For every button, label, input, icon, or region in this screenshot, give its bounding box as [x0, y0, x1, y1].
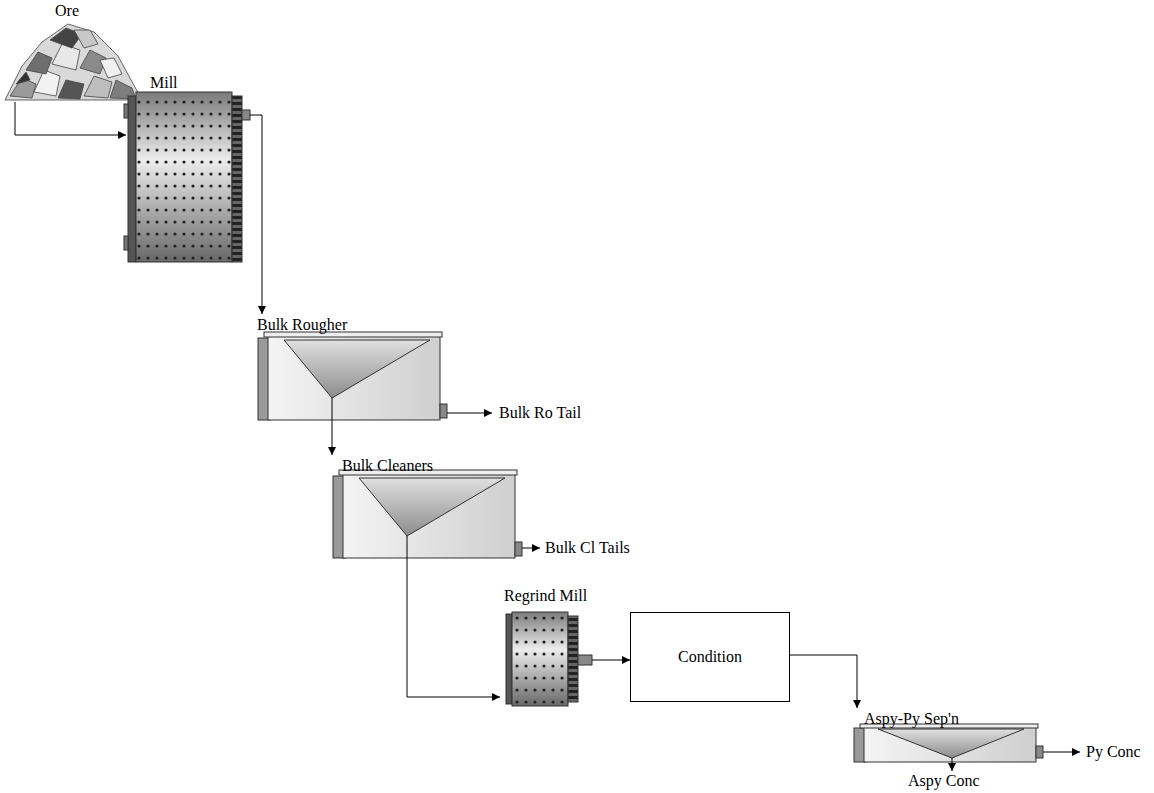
flow-arrow: [407, 560, 500, 697]
cell-tank: [864, 726, 1036, 762]
rougher-cell: Bulk Rougher: [255, 314, 447, 424]
tail-arrow: [522, 548, 540, 549]
rock: [52, 44, 80, 70]
mill-discharge: [578, 655, 592, 665]
rock: [26, 52, 52, 74]
concentrate-pipe: [332, 398, 333, 424]
concentrate-pipe: [407, 536, 408, 560]
equipment-label: Bulk Cleaners: [342, 457, 433, 475]
froth-launder: [878, 729, 1024, 758]
rock: [34, 70, 60, 96]
equipment-label: Regrind Mill: [504, 587, 587, 605]
regrind-mill: Regrind Mill: [500, 585, 592, 707]
cleaner-cell: Bulk Cleaners: [330, 455, 522, 560]
mill-discharge: [242, 110, 250, 120]
stream-label: Py Conc: [1085, 743, 1142, 761]
cell-tank: [268, 334, 440, 420]
tail-outlet: [440, 404, 447, 418]
froth-launder: [284, 340, 430, 398]
stream-label: Bulk Ro Tail: [498, 404, 582, 422]
mill-drum: [136, 92, 232, 262]
flow-arrow: [332, 424, 333, 455]
mill-gear: [232, 96, 242, 262]
mill-liner-bolts: [136, 92, 232, 262]
product-arrow: [1043, 752, 1080, 753]
equipment-label: Aspy-Py Sep'n: [864, 710, 959, 728]
flow-arrow: [592, 660, 630, 661]
mill-drum: [512, 612, 568, 706]
product-arrows: [447, 413, 1080, 771]
product-arrow: [952, 758, 953, 771]
stream-label: Aspy Conc: [907, 772, 981, 790]
flotation-cell: [333, 470, 522, 558]
mill-flange: [506, 614, 512, 704]
flow-arrow: [15, 102, 126, 135]
mill-ear: [124, 236, 128, 250]
mill-ear: [124, 104, 128, 118]
ore-stockpile: Ore: [5, 0, 145, 102]
mill-liner-bolts: [512, 612, 568, 706]
process-label: Condition: [678, 648, 742, 666]
flow-arrow: [790, 655, 857, 708]
rock: [100, 58, 122, 78]
stream-label: Bulk Cl Tails: [544, 539, 631, 557]
tail-outlet: [1036, 746, 1043, 758]
tail-arrow: [447, 413, 492, 414]
equipment-label: Mill: [150, 74, 178, 92]
rock: [74, 30, 98, 48]
ore-pile-base: [5, 24, 142, 100]
mill-flange: [128, 96, 136, 262]
flow-arrow: [250, 115, 262, 314]
process-box: Condition: [630, 612, 790, 702]
tail-outlet: [515, 542, 522, 556]
regrind-mill: [506, 612, 592, 706]
flotation-cell: [854, 724, 1043, 762]
ore-pile: [5, 24, 142, 100]
rock: [16, 72, 30, 84]
flotation-cell: [258, 332, 447, 424]
froth-launder: [359, 478, 505, 536]
equipment-label: Bulk Rougher: [257, 316, 347, 334]
rock: [84, 76, 112, 98]
mill-gear: [568, 616, 578, 702]
equipment-label: Ore: [55, 2, 79, 20]
grinding-mill: Mill: [126, 74, 250, 266]
separation-cell: Aspy-Py Sep'n: [852, 708, 1044, 764]
ball-mill: [124, 92, 250, 262]
cell-tank: [343, 472, 515, 558]
rock: [58, 80, 84, 99]
